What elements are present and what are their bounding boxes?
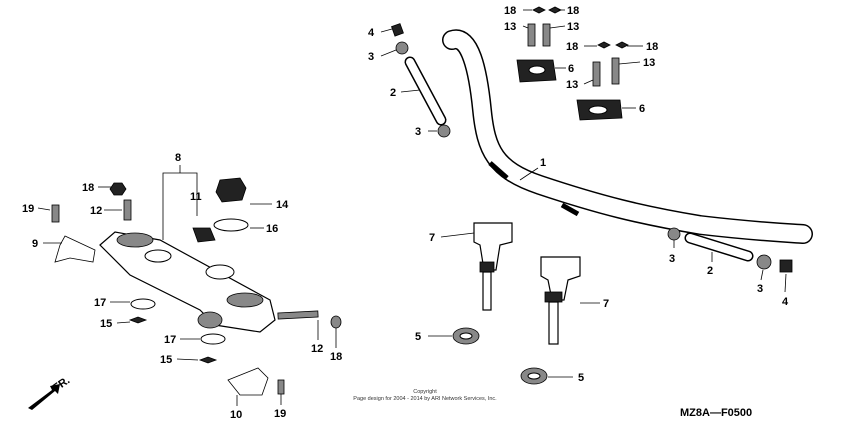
callout-2: 2 bbox=[707, 265, 713, 277]
callout-17: 17 bbox=[94, 297, 106, 309]
upper-holder-2 bbox=[576, 99, 623, 121]
callout-17: 17 bbox=[164, 334, 176, 346]
callout-18: 18 bbox=[82, 182, 94, 194]
steering-stem-nut bbox=[192, 177, 249, 243]
callout-3: 3 bbox=[757, 283, 763, 295]
callout-10: 10 bbox=[230, 409, 242, 421]
callout-15: 15 bbox=[100, 318, 112, 330]
callout-3: 3 bbox=[368, 51, 374, 63]
bar-end-weight-right bbox=[667, 227, 793, 273]
callout-18: 18 bbox=[330, 351, 342, 363]
top-bridge bbox=[99, 231, 276, 333]
handlebar-pipe-right bbox=[540, 256, 581, 345]
bracket-10 bbox=[227, 367, 269, 396]
callout-3: 3 bbox=[415, 126, 421, 138]
callout-13: 13 bbox=[504, 21, 516, 33]
handlebar bbox=[442, 29, 813, 244]
callout-12: 12 bbox=[90, 205, 102, 217]
callout-7: 7 bbox=[603, 298, 609, 310]
bracket-9 bbox=[54, 235, 96, 263]
callout-4: 4 bbox=[368, 27, 375, 39]
handlebar-pipe-left bbox=[473, 222, 513, 311]
callout-7: 7 bbox=[429, 232, 435, 244]
callout-5: 5 bbox=[415, 331, 421, 343]
callout-9: 9 bbox=[32, 238, 38, 250]
callout-5: 5 bbox=[578, 372, 584, 384]
bar-end-weight-left bbox=[391, 23, 451, 138]
leader-lines bbox=[37, 9, 787, 406]
callout-18: 18 bbox=[646, 41, 658, 53]
callout-15: 15 bbox=[160, 354, 172, 366]
callout-6: 6 bbox=[639, 103, 645, 115]
holder-bolts bbox=[527, 6, 629, 87]
copyright-line-1: Copyright bbox=[413, 389, 437, 395]
callout-2: 2 bbox=[390, 87, 396, 99]
callout-4: 4 bbox=[782, 296, 789, 308]
callout-16: 16 bbox=[266, 223, 278, 235]
callout-13: 13 bbox=[567, 21, 579, 33]
callout-11: 11 bbox=[190, 191, 202, 203]
copyright-line-2: Page design for 2004 - 2014 by ARI Netwo… bbox=[353, 396, 497, 402]
callout-14: 14 bbox=[276, 199, 289, 211]
callout-19: 19 bbox=[274, 408, 286, 420]
callout-19: 19 bbox=[22, 203, 34, 215]
front-direction-arrow: FR. bbox=[28, 374, 72, 410]
callout-18: 18 bbox=[567, 5, 579, 17]
callout-6: 6 bbox=[568, 63, 574, 75]
callout-3: 3 bbox=[669, 253, 675, 265]
callout-18: 18 bbox=[566, 41, 578, 53]
callout-13: 13 bbox=[566, 79, 578, 91]
upper-holder-1 bbox=[516, 59, 557, 83]
callout-18: 18 bbox=[504, 5, 516, 17]
callout-12: 12 bbox=[311, 343, 323, 355]
callout-13: 13 bbox=[643, 57, 655, 69]
callout-8: 8 bbox=[175, 152, 181, 164]
callout-1: 1 bbox=[540, 157, 546, 169]
diagram-code: MZ8A—F0500 bbox=[680, 407, 752, 419]
callout-labels: 1 2 2 3 3 3 3 4 4 5 5 6 6 7 7 8 9 10 11 … bbox=[22, 5, 789, 421]
